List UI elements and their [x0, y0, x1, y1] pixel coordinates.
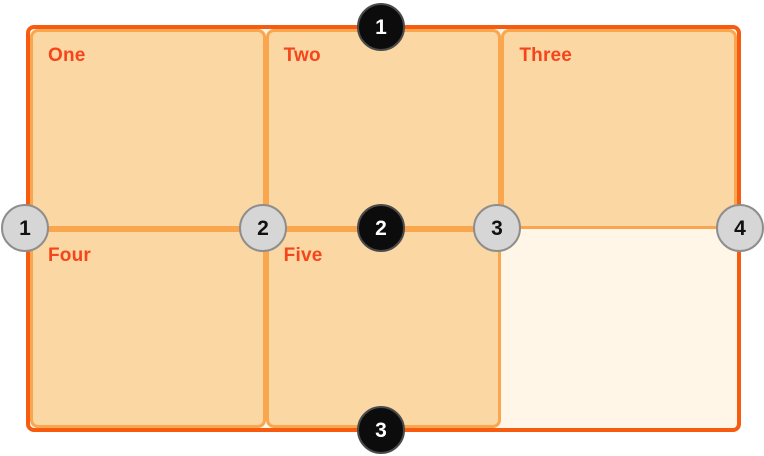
row-line-marker-3-number: 3	[375, 418, 387, 442]
column-line-marker-1-number: 1	[19, 216, 31, 240]
cell-label-two: Two	[283, 45, 321, 66]
grid-cell-two: Two	[265, 29, 502, 229]
grid-cell-one: One	[30, 29, 266, 229]
cell-label-three: Three	[519, 45, 573, 66]
row-line-marker-1-number: 1	[375, 15, 387, 39]
row-line-marker-2: 2	[357, 204, 405, 252]
row-line-marker-3: 3	[357, 406, 405, 454]
column-line-marker-4: 4	[716, 204, 764, 252]
column-line-marker-2-number: 2	[257, 216, 269, 240]
column-line-marker-4-number: 4	[734, 216, 746, 240]
column-line-marker-3-number: 3	[491, 216, 503, 240]
cell-label-five: Five	[283, 244, 323, 266]
cell-label-one: One	[48, 45, 86, 66]
column-line-marker-3: 3	[473, 204, 521, 252]
row-line-marker-2-number: 2	[375, 216, 387, 240]
row-line-marker-1: 1	[357, 3, 405, 51]
grid-cell-five: Five	[265, 228, 502, 428]
grid-container: One Two Three Four Five	[26, 25, 741, 432]
column-line-marker-1: 1	[1, 204, 49, 252]
cell-label-four: Four	[48, 244, 92, 266]
grid-cell-four: Four	[30, 228, 266, 428]
column-line-marker-2: 2	[239, 204, 287, 252]
grid-cell-three: Three	[501, 29, 737, 229]
